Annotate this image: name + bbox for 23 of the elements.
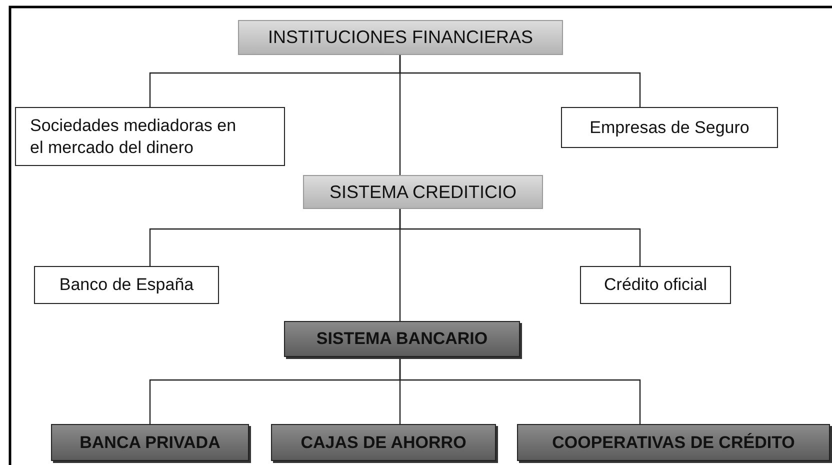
node-label: Banco de España (59, 274, 194, 296)
node-label: SISTEMA BANCARIO (316, 329, 488, 349)
category-box (271, 424, 496, 461)
org-box (34, 266, 219, 304)
org-box (580, 266, 731, 304)
node-label: Sociedades mediadoras en el mercado del dinero (30, 114, 238, 158)
category-box (517, 424, 830, 461)
category-box (51, 424, 249, 461)
org-box (303, 175, 543, 209)
connector-line (399, 357, 641, 424)
node-label: INSTITUCIONES FINANCIERAS (268, 27, 534, 48)
node-label: Crédito oficial (604, 274, 707, 296)
node-label: SISTEMA CREDITICIO (329, 182, 517, 202)
connector-line (399, 55, 401, 175)
org-box (561, 107, 778, 148)
node-label: COOPERATIVAS DE CRÉDITO (552, 432, 795, 452)
node-label: Empresas de Seguro (590, 116, 750, 138)
connector-line (399, 209, 401, 321)
node-label: CAJAS DE AHORRO (300, 432, 466, 452)
node-label: BANCA PRIVADA (80, 432, 220, 452)
org-box (15, 107, 285, 166)
org-box (238, 20, 563, 55)
category-box (284, 321, 520, 357)
